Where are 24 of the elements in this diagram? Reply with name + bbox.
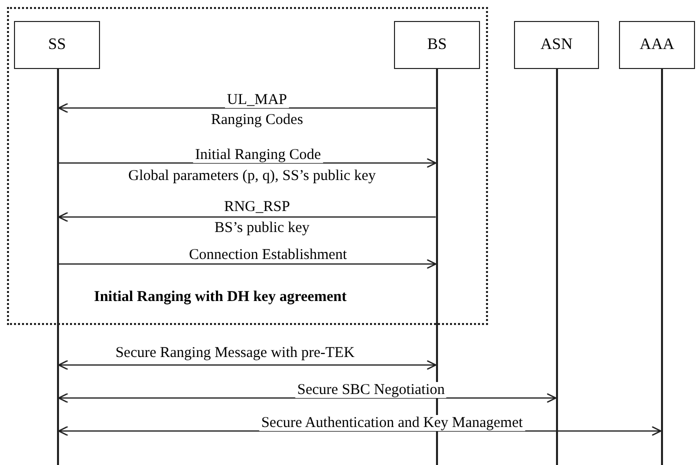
double-arrow — [58, 360, 436, 370]
message-label: Secure Authentication and Key Managemet — [259, 415, 525, 431]
participant-box: AAA — [619, 21, 695, 69]
message-label: UL_MAP — [225, 92, 289, 108]
arrow — [58, 102, 436, 114]
arrow — [58, 158, 436, 168]
message-detail: BS’s public key — [212, 220, 312, 236]
lifeline — [436, 69, 438, 465]
group-title: Initial Ranging with DH key agreement — [94, 289, 347, 306]
participant-box: BS — [394, 21, 480, 69]
arrow — [58, 258, 436, 270]
double-arrow — [58, 392, 556, 404]
arrow — [58, 212, 436, 222]
message-detail: Global parameters (p, q), SS’s public key — [126, 168, 378, 184]
participant-box: SS — [14, 21, 100, 69]
lifeline — [661, 69, 662, 465]
double-arrow — [58, 426, 662, 436]
message-label: Initial Ranging Code — [193, 147, 323, 163]
lifeline — [556, 69, 558, 465]
message-label: Secure SBC Negotiation — [295, 382, 447, 398]
lifeline — [57, 69, 58, 465]
message-label: RNG_RSP — [222, 199, 292, 215]
participant-box: ASN — [514, 21, 599, 69]
message-detail: Ranging Codes — [208, 112, 306, 128]
